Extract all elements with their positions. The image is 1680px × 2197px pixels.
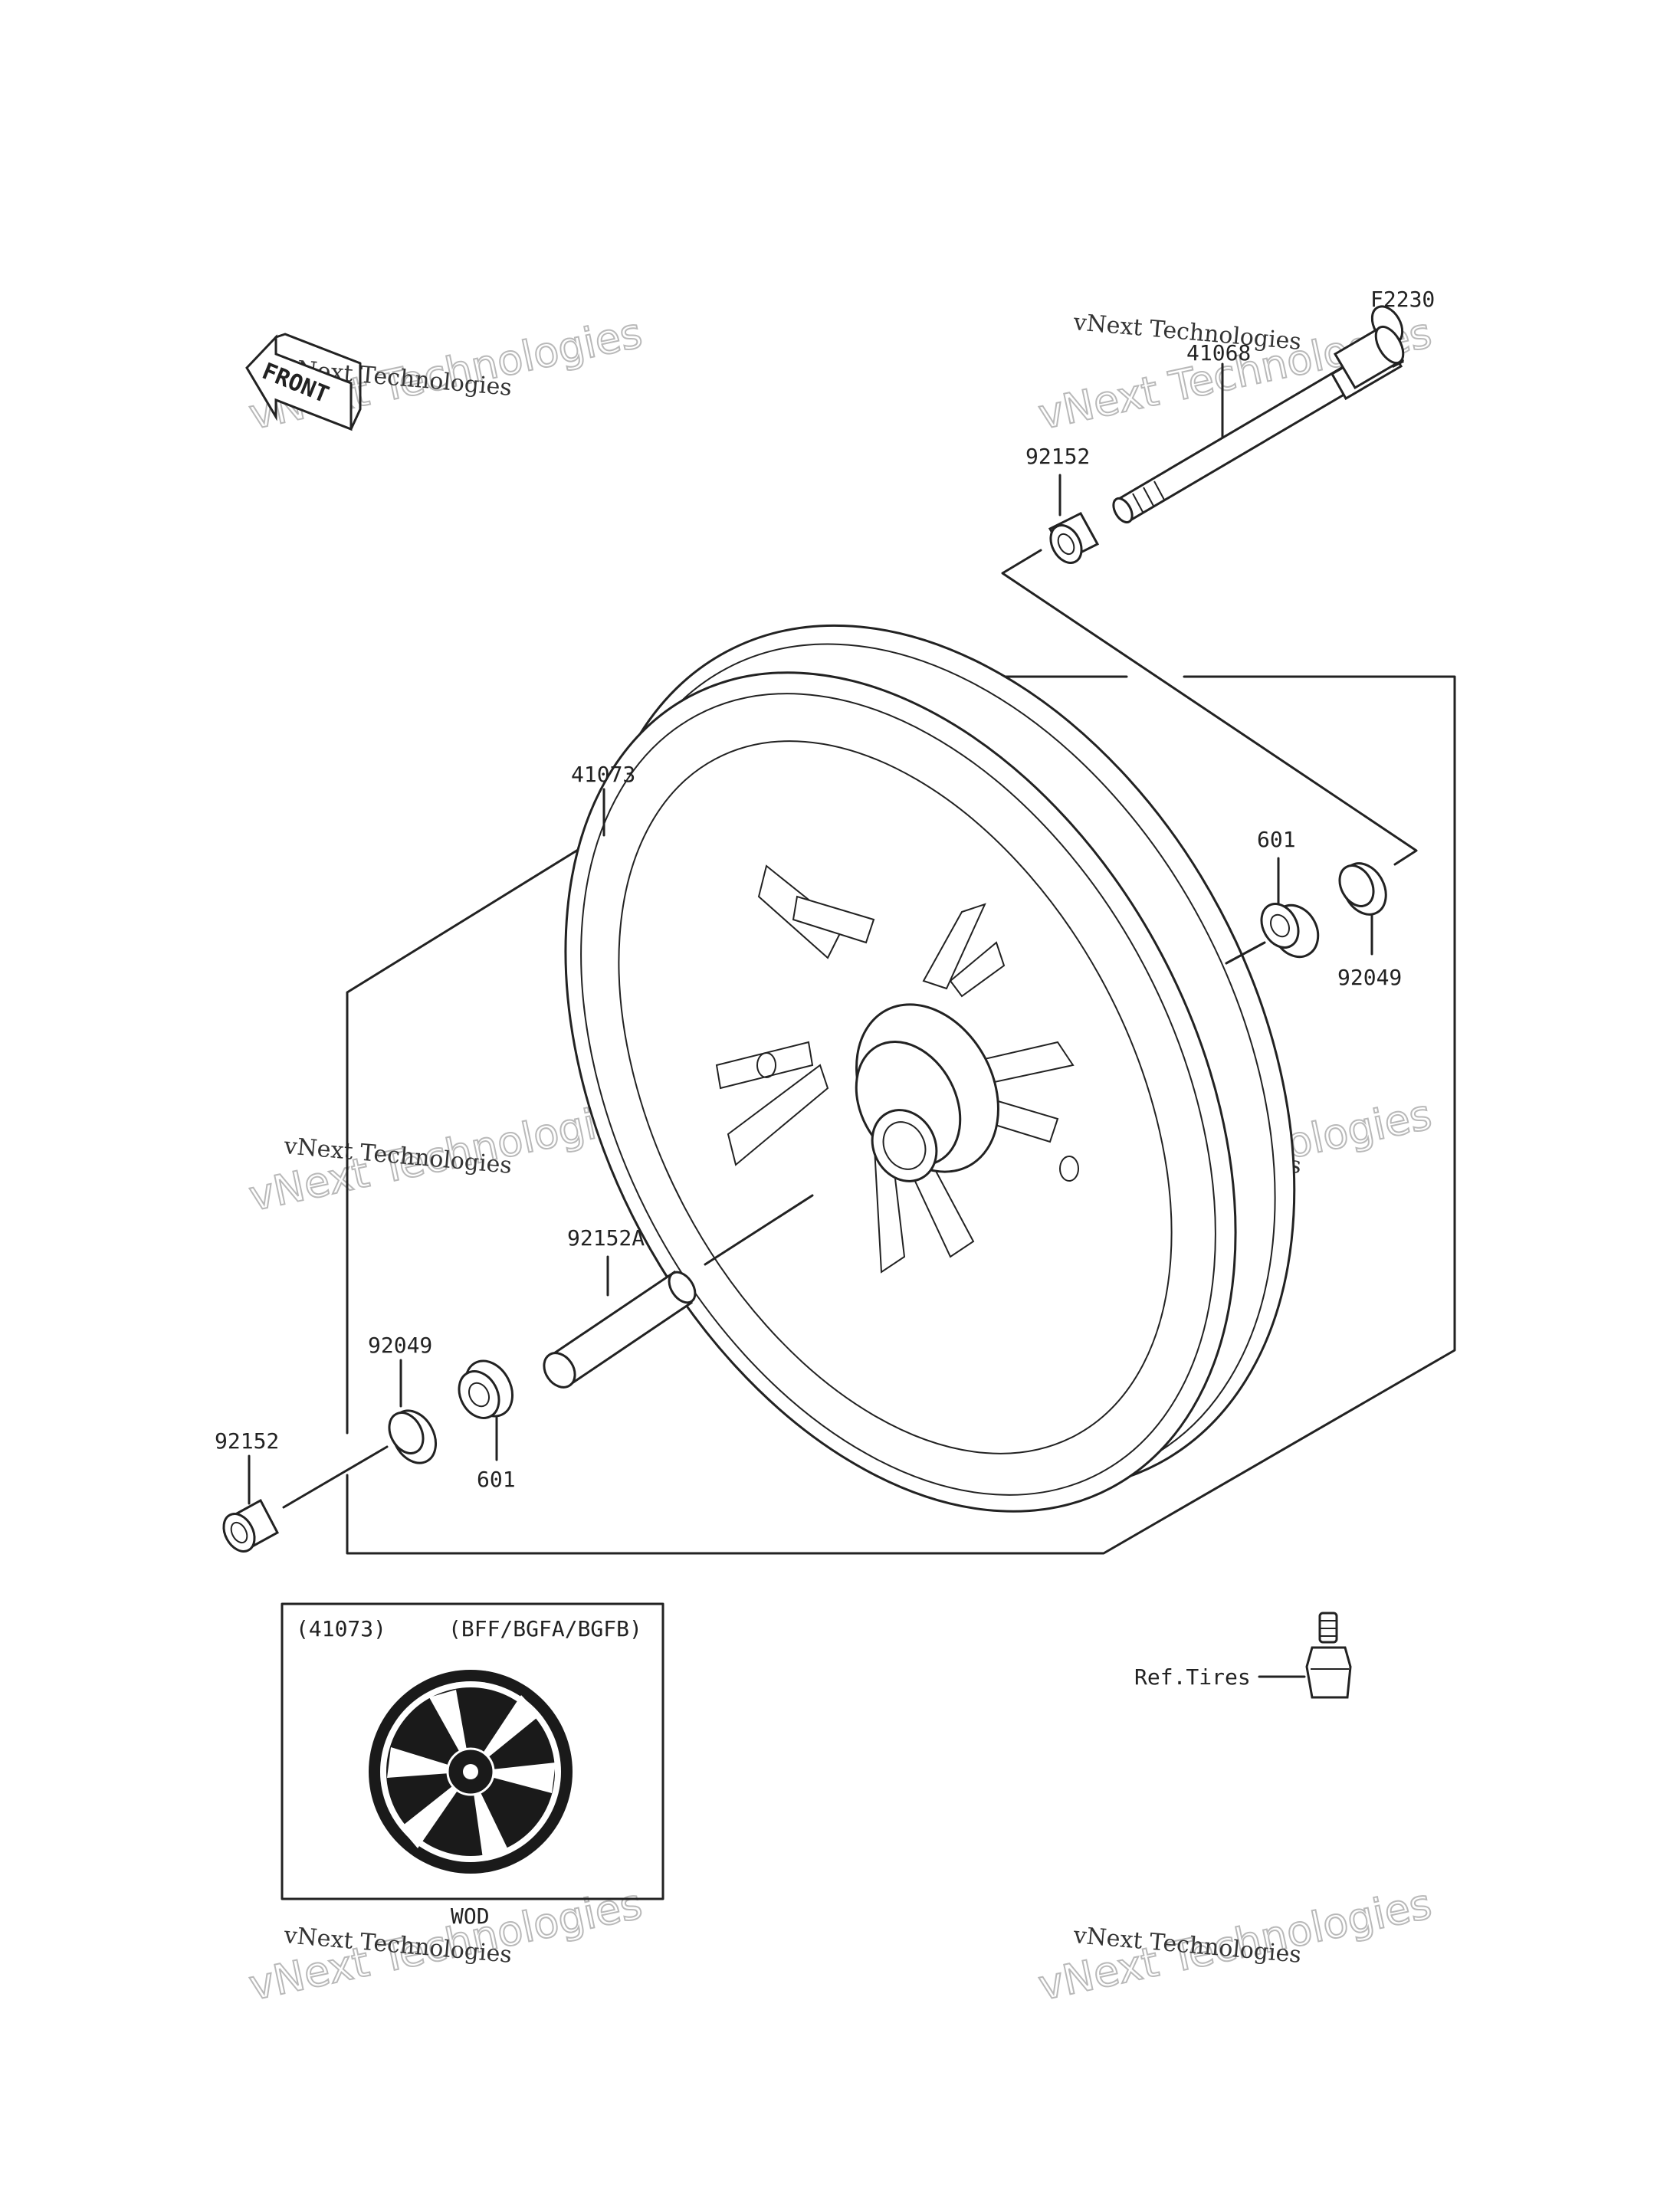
label-collar-left: 92152 — [215, 1428, 279, 1454]
label-spacer: 92152A — [567, 1225, 645, 1251]
bearing-right-guide — [1225, 941, 1266, 965]
watermark-mid-left: vNext Technologies vNext Technologies — [244, 1090, 648, 1221]
spacer — [543, 1270, 697, 1389]
axle-guide-line — [1001, 549, 1418, 866]
front-arrow-icon: FRONT — [245, 333, 362, 431]
label-seal-left: 92049 — [368, 1333, 432, 1358]
inset-wheel — [369, 1670, 573, 1874]
label-axle: 41068 — [1186, 340, 1251, 366]
seal-right — [1338, 862, 1387, 916]
label-collar-top: 92152 — [1025, 444, 1090, 469]
label-bearing-right: 601 — [1257, 827, 1296, 852]
seal-left — [388, 1409, 438, 1464]
label-ref-tires: Ref.Tires — [1134, 1664, 1251, 1690]
inset-caption: WOD — [451, 1904, 490, 1929]
bearing-right — [1260, 903, 1320, 959]
watermark-bottom-right: vNext Technologies vNext Technologies — [1034, 1879, 1437, 2011]
inset-box: (41073) (BFF/BGFA/BGFB) WOD — [281, 1602, 664, 1929]
label-seal-right: 92049 — [1337, 965, 1402, 990]
label-bearing-left: 601 — [477, 1467, 516, 1492]
label-wheel: 41073 — [571, 762, 635, 787]
tire-valve — [1305, 1612, 1352, 1699]
front-axle — [1112, 305, 1405, 524]
collar-left — [222, 1498, 280, 1553]
seal-left-guide — [282, 1445, 389, 1509]
spacer-guide-line — [704, 1194, 814, 1266]
front-wheel — [564, 624, 1296, 1513]
inset-models: (BFF/BGFA/BGFB) — [448, 1616, 642, 1641]
bearing-left — [458, 1359, 514, 1419]
inset-part-ref: (41073) — [296, 1616, 386, 1641]
collar-top — [1048, 512, 1100, 564]
